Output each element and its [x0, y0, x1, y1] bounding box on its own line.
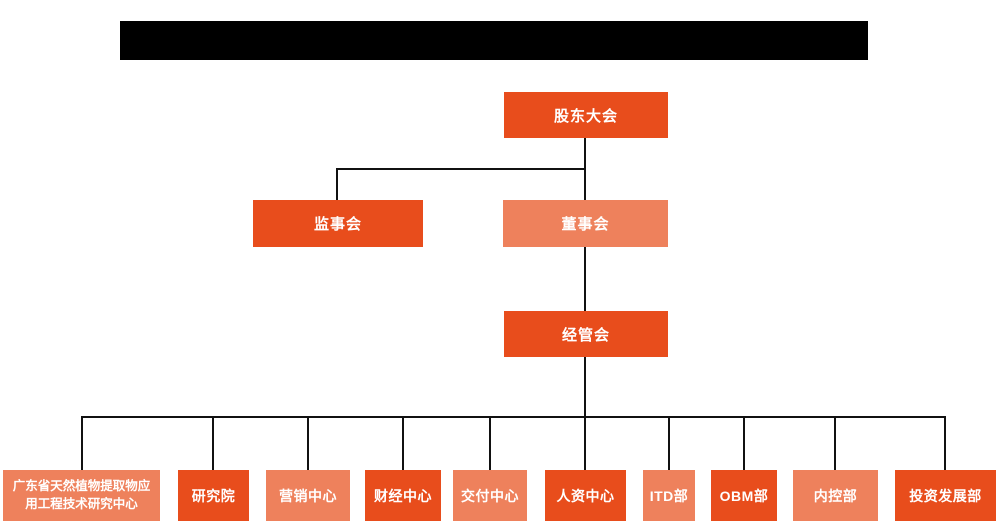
connector-to-supervisory [336, 168, 338, 201]
connector-drop [489, 416, 491, 470]
org-node-dept-hr-center: 人资中心 [545, 470, 626, 521]
connector-drop [584, 416, 586, 470]
connector-drop [81, 416, 83, 470]
org-node-dept-internal-control: 内控部 [793, 470, 878, 521]
connector-drop [743, 416, 745, 470]
connector-management-to-bus [584, 357, 586, 417]
org-node-dept-marketing-center: 营销中心 [266, 470, 350, 521]
connector-board-to-management [584, 247, 586, 312]
redacted-title-bar [120, 21, 868, 60]
org-node-supervisory-board: 监事会 [253, 200, 423, 247]
org-node-dept-itd: ITD部 [643, 470, 695, 521]
org-node-dept-delivery-center: 交付中心 [453, 470, 527, 521]
org-node-dept-finance-center: 财经中心 [365, 470, 441, 521]
connector-bus-horizontal [81, 416, 946, 418]
connector-drop [212, 416, 214, 470]
org-node-management-committee: 经管会 [504, 311, 668, 357]
org-node-shareholders-meeting: 股东大会 [504, 92, 668, 138]
org-node-dept-investment-development: 投资发展部 [895, 470, 996, 521]
connector-drop [944, 416, 946, 470]
connector-drop [834, 416, 836, 470]
org-node-board-of-directors: 董事会 [503, 200, 668, 247]
connector-drop [307, 416, 309, 470]
connector-branch-horizontal [336, 168, 586, 170]
org-node-dept-obm: OBM部 [711, 470, 777, 521]
connector-drop [668, 416, 670, 470]
org-node-dept-research-institute: 研究院 [178, 470, 249, 521]
org-node-dept-research-center: 广东省天然植物提取物应用工程技术研究中心 [3, 470, 160, 521]
connector-drop [402, 416, 404, 470]
